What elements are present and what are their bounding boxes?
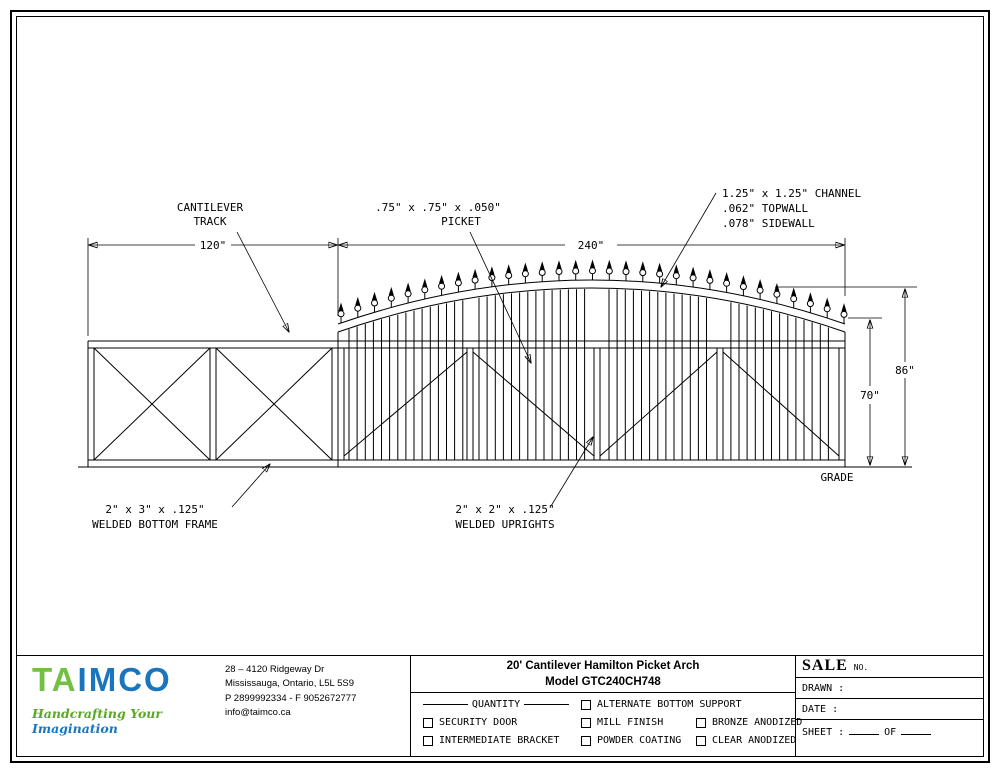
company-address: 28 – 4120 Ridgeway Dr Mississauga, Ontar… (225, 656, 410, 757)
checkbox-icon (423, 717, 433, 728)
grade-label: GRADE (820, 471, 853, 484)
arch-spear-finials (337, 259, 848, 324)
gate-frame (337, 332, 846, 467)
checkbox-icon (581, 699, 591, 710)
date-row: DATE : (796, 699, 984, 720)
no-label: NO. (853, 663, 869, 672)
checkbox-label: MILL FINISH (597, 717, 664, 729)
checkbox-intermediate-bracket: INTERMEDIATE BRACKET (423, 735, 559, 746)
tagline-green: Handcrafting Your (32, 706, 162, 721)
date-label: DATE : (802, 704, 839, 715)
sheet-border-inner (16, 16, 984, 757)
drawing-title-line-1: 20' Cantilever Hamilton Picket Arch (506, 660, 700, 672)
callout-cantilever-track-2: TRACK (193, 215, 226, 228)
checkbox-label: POWDER COATING (597, 735, 682, 747)
callout-uprights-2: WELDED UPRIGHTS (455, 518, 554, 531)
arch-channel (337, 279, 846, 333)
checkbox-icon (581, 735, 591, 746)
sheet-number-blank (849, 725, 880, 735)
checkbox-clear-anodized: CLEAR ANODIZED (696, 735, 796, 746)
taimco-logo: TAIMCO (32, 663, 225, 696)
sale-info-cell: SALE NO. DRAWN : DATE : SHEET : OF (795, 656, 984, 757)
callout-channel-2: .062" TOPWALL (722, 202, 808, 215)
dim-gate-width: 240" (578, 239, 605, 252)
callout-bottom-frame-2: WELDED BOTTOM FRAME (92, 518, 218, 531)
drawing-title-line-2: Model GTC240CH748 (545, 675, 661, 688)
callout-cantilever-track-1: CANTILEVER (177, 201, 244, 214)
sale-label: SALE (802, 657, 848, 674)
drawing-title: 20' Cantilever Hamilton Picket Arch Mode… (411, 656, 795, 694)
sheet-total-blank (901, 725, 932, 735)
sheet-border-outer (10, 10, 990, 763)
checkbox-label: CLEAR ANODIZED (712, 735, 797, 747)
sheet-row: SHEET : OF (796, 720, 984, 757)
checkbox-icon (696, 717, 706, 728)
logo-cell: TAIMCO Handcrafting Your Imagination (16, 656, 225, 757)
logo-tagline: Handcrafting Your Imagination (32, 706, 225, 736)
gate-technical-drawing: 120" 240" 70" 86" GRADE CANTILEVER TRACK… (78, 187, 917, 531)
address-line-1: 28 – 4120 Ridgeway Dr (225, 664, 325, 675)
drawn-row: DRAWN : (796, 678, 984, 699)
quantity-label: QUANTITY (471, 699, 521, 711)
callout-uprights-1: 2" x 2" x .125" (455, 503, 554, 516)
dimension-lines (87, 238, 917, 465)
drawing-title-cell: 20' Cantilever Hamilton Picket Arch Mode… (410, 656, 802, 757)
callout-channel-3: .078" SIDEWALL (722, 217, 815, 230)
checkbox-icon (696, 735, 706, 746)
dim-overall-height: 86" (895, 364, 915, 377)
of-label: OF (884, 727, 897, 738)
callout-channel-1: 1.25" x 1.25" CHANNEL (722, 187, 861, 200)
callout-bottom-frame-1: 2" x 3" x .125" (105, 503, 204, 516)
callout-picket-1: .75" x .75" x .050" (375, 201, 501, 214)
sale-no-header: SALE NO. (796, 656, 984, 678)
dim-track-width: 120" (200, 239, 227, 252)
checkbox-label: INTERMEDIATE BRACKET (439, 735, 560, 747)
options-grid: QUANTITY ALTERNATE BOTTOM SUPPORT SECURI… (411, 693, 802, 757)
drawn-label: DRAWN : (802, 683, 845, 694)
checkbox-icon (581, 717, 591, 728)
callout-picket-2: PICKET (441, 215, 481, 228)
checkbox-mill-finish: MILL FINISH (581, 717, 663, 728)
checkbox-icon (423, 735, 433, 746)
logo-part-blue: IMCO (77, 661, 172, 698)
logo-part-green: TA (32, 661, 78, 698)
checkbox-alternate-bottom-support: ALTERNATE BOTTOM SUPPORT (581, 699, 742, 710)
address-email: info@taimco.ca (225, 706, 291, 718)
address-line-2: Mississauga, Ontario, L5L 5S9 (225, 678, 355, 690)
checkbox-label: SECURITY DOOR (439, 717, 518, 729)
checkbox-bronze-anodized: BRONZE ANODIZED (696, 717, 802, 728)
tagline-blue: Imagination (32, 721, 118, 736)
leader-lines (231, 192, 717, 508)
checkbox-powder-coating: POWDER COATING (581, 735, 681, 746)
title-block: TAIMCO Handcrafting Your Imagination 28 … (16, 655, 984, 757)
gate-pickets (348, 289, 829, 460)
checkbox-security-door: SECURITY DOOR (423, 717, 517, 728)
sheet-label: SHEET : (802, 727, 845, 738)
address-line-3: P 2899992334 - F 9052672777 (225, 692, 357, 704)
checkbox-label: BRONZE ANODIZED (712, 717, 803, 729)
quantity-line-right (524, 704, 570, 706)
dim-frame-height: 70" (860, 389, 880, 402)
quantity-field: QUANTITY (423, 699, 570, 711)
checkbox-label: ALTERNATE BOTTOM SUPPORT (597, 699, 742, 711)
quantity-line-left (423, 704, 468, 706)
